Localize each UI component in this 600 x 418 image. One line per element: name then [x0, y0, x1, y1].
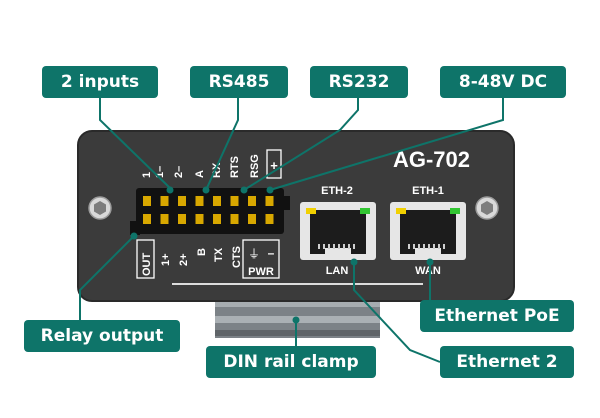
top-label-8: +	[270, 158, 278, 173]
terminal-pin	[160, 214, 169, 224]
terminal-pin	[143, 196, 151, 206]
bottom-label-6: CTS	[231, 246, 243, 268]
terminal-top-labels: 1 1– 2– A RX RTS RSG +	[141, 149, 282, 179]
top-label-6: RTS	[229, 156, 241, 178]
lan-label: LAN	[326, 265, 349, 277]
callout-rs485: RS485	[190, 66, 288, 98]
terminal-pin	[195, 214, 204, 224]
leader-power	[269, 98, 504, 191]
eth2-label: ETH-2	[321, 185, 353, 197]
leader-inputs	[99, 98, 171, 189]
terminal-pin	[160, 196, 169, 206]
terminal-pins	[143, 196, 274, 224]
terminal-pin	[213, 214, 221, 224]
terminal-pin	[195, 196, 204, 206]
eth1-port: ETH-1 WAN	[390, 185, 466, 277]
top-label-3: 2–	[173, 166, 185, 178]
terminal-pin	[143, 214, 151, 224]
eth2-led-yellow	[306, 208, 316, 214]
bottom-label-2: 1+	[160, 253, 172, 266]
wan-label: WAN	[415, 265, 441, 277]
top-label-4: A	[194, 170, 206, 178]
ground-symbol: ⏚	[248, 247, 260, 261]
terminal-pin	[178, 196, 186, 206]
terminal-pin	[265, 196, 274, 206]
bottom-label-3: 2+	[178, 253, 190, 266]
terminal-pin	[265, 214, 274, 224]
terminal-pin	[213, 196, 221, 206]
leader-relay	[79, 235, 135, 320]
eth1-led-green	[450, 208, 460, 214]
terminal-pin	[178, 214, 186, 224]
eth1-led-yellow	[396, 208, 406, 214]
screw-left-icon	[88, 196, 112, 220]
leader-lines	[79, 98, 504, 363]
eth2-port: ETH-2 LAN	[300, 185, 376, 277]
leader-eth2	[353, 262, 441, 363]
callout-rs232: RS232	[310, 66, 408, 98]
bottom-label-8: –	[268, 246, 275, 260]
leader-rs232	[243, 98, 359, 191]
callout-2-inputs: 2 inputs	[42, 66, 158, 98]
callout-ethernet-poe: Ethernet PoE	[420, 300, 574, 332]
leader-rs485	[205, 98, 239, 191]
top-label-2: 1–	[154, 166, 166, 178]
callout-relay-output: Relay output	[24, 320, 180, 352]
callout-din-rail-clamp: DIN rail clamp	[206, 346, 376, 378]
terminal-pin	[248, 214, 256, 224]
callout-power: 8-48V DC	[440, 66, 566, 98]
terminal-bottom-labels: OUT 1+ 2+ B TX CTS ⏚ – PWR	[136, 239, 280, 279]
terminal-block	[130, 188, 290, 235]
pwr-label: PWR	[248, 266, 274, 278]
terminal-pin	[248, 196, 256, 206]
terminal-pin	[230, 196, 239, 206]
model-label: AG-702	[393, 147, 470, 172]
eth2-led-green	[360, 208, 370, 214]
top-label-7: RSG	[249, 154, 261, 178]
terminal-pin	[230, 214, 239, 224]
bottom-label-5: TX	[213, 247, 225, 262]
leader-dots	[130, 186, 434, 324]
bottom-label-1: OUT	[141, 253, 153, 277]
bottom-label-4: B	[196, 248, 208, 256]
screw-right-icon	[475, 196, 499, 220]
callout-ethernet-2: Ethernet 2	[440, 346, 574, 378]
eth1-label: ETH-1	[412, 185, 444, 197]
top-label-1: 1	[141, 172, 153, 178]
